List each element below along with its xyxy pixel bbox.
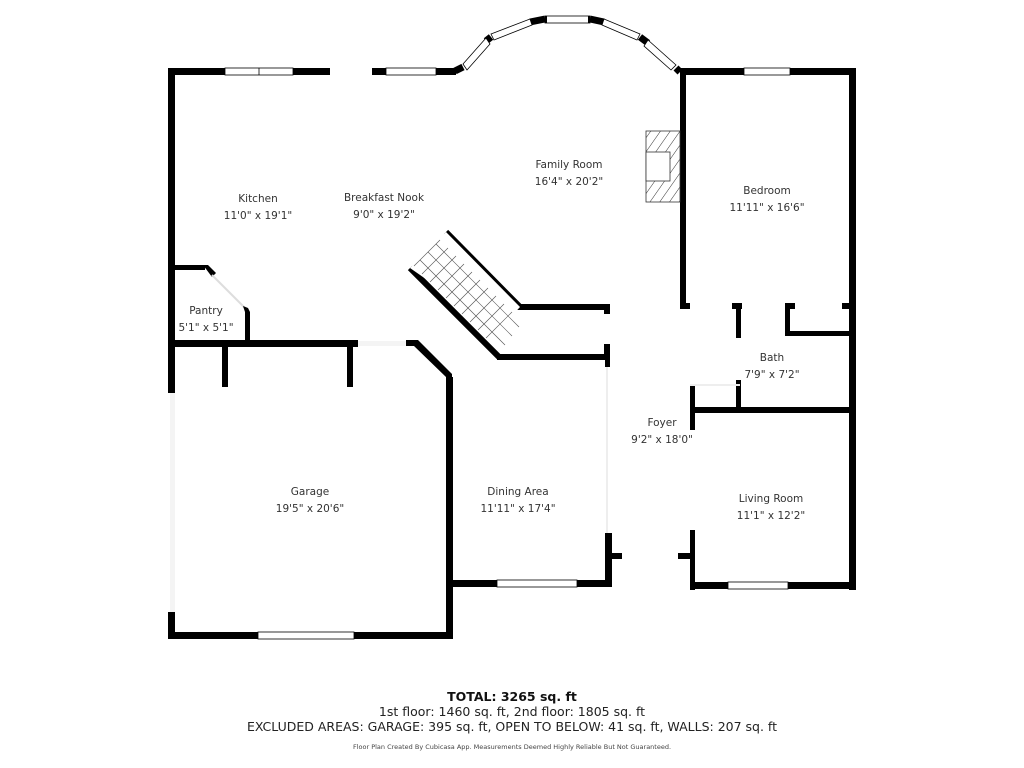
- room-name: Living Room: [738, 493, 804, 505]
- room-garage: Garage 19'5" x 20'6": [276, 484, 344, 518]
- room-dimensions: 11'11" x 16'6": [729, 202, 805, 214]
- credit-note: Floor Plan Created By Cubicasa App. Meas…: [352, 743, 672, 751]
- room-name: Bedroom: [743, 185, 791, 197]
- room-name: Family Room: [535, 159, 603, 171]
- room-dimensions: 19'5" x 20'6": [275, 503, 345, 515]
- room-dimensions: 11'11" x 17'4": [480, 503, 556, 515]
- room-pantry: Pantry 5'1" x 5'1": [178, 303, 233, 337]
- room-bedroom: Bedroom 11'11" x 16'6": [729, 183, 804, 217]
- room-dimensions: 16'4" x 20'2": [534, 176, 604, 188]
- room-dimensions: 9'2" x 18'0": [631, 434, 693, 446]
- room-dimensions: 11'0" x 19'1": [223, 210, 293, 222]
- walls: [168, 15, 856, 640]
- room-name: Garage: [290, 486, 330, 498]
- room-breakfast-nook: Breakfast Nook 9'0" x 19'2": [344, 190, 424, 224]
- room-dimensions: 11'1" x 12'2": [736, 510, 806, 522]
- room-kitchen: Kitchen 11'0" x 19'1": [224, 191, 292, 225]
- room-name: Bath: [759, 352, 785, 364]
- excluded-areas: EXCLUDED AREAS: GARAGE: 395 sq. ft, OPEN…: [246, 719, 778, 734]
- floor-areas: 1st floor: 1460 sq. ft, 2nd floor: 1805 …: [378, 704, 646, 719]
- room-living-room: Living Room 11'1" x 12'2": [737, 491, 805, 525]
- room-foyer: Foyer 9'2" x 18'0": [631, 415, 693, 449]
- room-dimensions: 7'9" x 7'2": [744, 369, 800, 381]
- room-family-room: Family Room 16'4" x 20'2": [535, 157, 603, 191]
- room-bath: Bath 7'9" x 7'2": [744, 350, 799, 384]
- total-area: TOTAL: 3265 sq. ft: [447, 689, 577, 704]
- room-dining-area: Dining Area 11'11" x 17'4": [480, 484, 555, 518]
- room-name: Foyer: [647, 417, 677, 429]
- room-dimensions: 9'0" x 19'2": [353, 209, 415, 221]
- room-dimensions: 5'1" x 5'1": [178, 322, 234, 334]
- room-name: Breakfast Nook: [343, 192, 425, 204]
- room-name: Kitchen: [238, 193, 278, 205]
- room-name: Dining Area: [487, 486, 549, 498]
- room-name: Pantry: [189, 305, 223, 317]
